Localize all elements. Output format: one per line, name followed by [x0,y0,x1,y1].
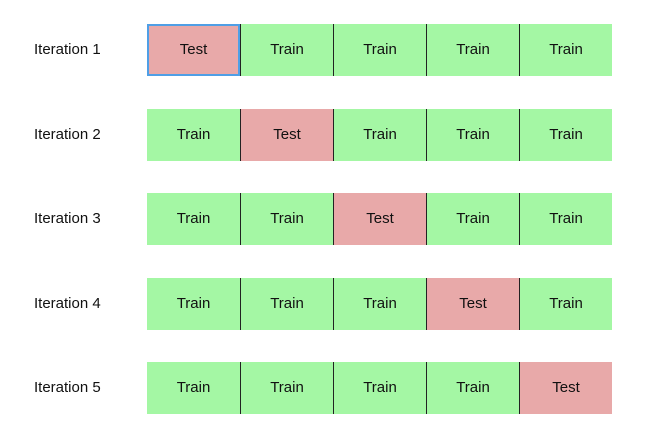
fold-cell[interactable]: Train [426,109,519,161]
iteration-label: Iteration 3 [34,210,101,227]
fold-strip: Test Train Train Train Train [147,24,612,76]
iteration-row-4: Iteration 4 Train Train Train Test Train [0,278,647,330]
fold-cell[interactable]: Train [519,278,612,330]
fold-cell[interactable]: Train [333,362,426,414]
fold-cell[interactable]: Train [240,193,333,245]
fold-cell[interactable]: Train [519,24,612,76]
fold-cell[interactable]: Train [240,362,333,414]
fold-cell[interactable]: Train [333,278,426,330]
iteration-label: Iteration 5 [34,379,101,396]
fold-cell[interactable]: Test [519,362,612,414]
iteration-label: Iteration 4 [34,295,101,312]
iteration-row-1: Iteration 1 Test Train Train Train Train [0,24,647,76]
fold-strip: Train Train Test Train Train [147,193,612,245]
fold-cell[interactable]: Train [426,362,519,414]
fold-cell[interactable]: Train [147,193,240,245]
fold-cell[interactable]: Test [426,278,519,330]
fold-cell[interactable]: Test [147,24,240,76]
fold-cell[interactable]: Train [519,193,612,245]
fold-strip: Train Train Train Train Test [147,362,612,414]
fold-cell[interactable]: Train [333,24,426,76]
fold-cell[interactable]: Train [240,278,333,330]
fold-cell[interactable]: Train [426,24,519,76]
fold-cell[interactable]: Train [240,24,333,76]
iteration-label: Iteration 2 [34,126,101,143]
iteration-row-5: Iteration 5 Train Train Train Train Test [0,362,647,414]
fold-cell[interactable]: Train [147,362,240,414]
fold-cell[interactable]: Test [240,109,333,161]
fold-cell[interactable]: Train [147,278,240,330]
fold-cell[interactable]: Train [519,109,612,161]
iteration-row-2: Iteration 2 Train Test Train Train Train [0,109,647,161]
iteration-label: Iteration 1 [34,41,101,58]
fold-cell[interactable]: Train [333,109,426,161]
fold-strip: Train Train Train Test Train [147,278,612,330]
fold-cell[interactable]: Test [333,193,426,245]
fold-cell[interactable]: Train [147,109,240,161]
iteration-row-3: Iteration 3 Train Train Test Train Train [0,193,647,245]
fold-strip: Train Test Train Train Train [147,109,612,161]
fold-cell[interactable]: Train [426,193,519,245]
